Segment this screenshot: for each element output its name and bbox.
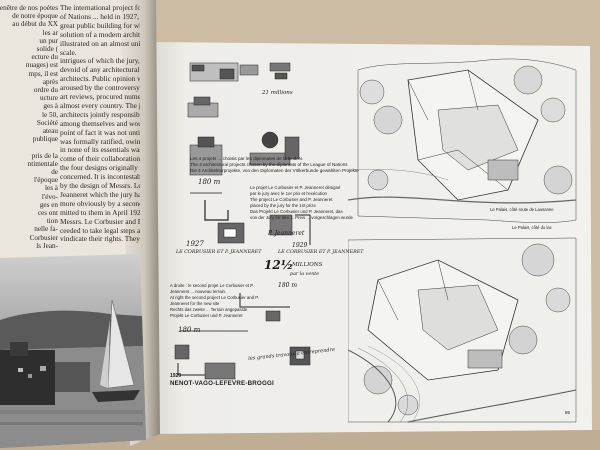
left-fr-line: Société (36, 118, 58, 127)
hand-note-1: 21 millions (262, 90, 293, 96)
left-fr-line: ntimentale (27, 159, 58, 168)
left-en-line: concerned. It is incontestable that (60, 172, 140, 182)
left-fr-line: tion (46, 217, 58, 226)
caption-second-6: Projekt Le Corbusier und P. Jeanneret (170, 313, 243, 318)
left-fr-line: le 50, (42, 110, 58, 119)
left-en-line: come of their collaboration. The (60, 154, 140, 164)
left-text-column-en: The international project for a Palace o… (58, 0, 140, 250)
left-en-line: architects jointly responsible, (60, 109, 140, 119)
left-fr-line: ges à (43, 102, 58, 111)
left-en-line: architects. Public opinion was greatly (60, 74, 140, 84)
left-en-line: art reviews, procured numerous (60, 92, 140, 101)
left-en-line: among themselves and would not (60, 118, 140, 128)
hand-dim-3: 180 m (178, 326, 201, 334)
left-fr-line: après (42, 77, 58, 86)
left-fr-line: au début du XX (12, 20, 58, 29)
left-fr-line: Corbusier (29, 233, 58, 242)
caption-second-1: A droite : le second projet Le Corbusier… (170, 283, 254, 288)
left-fr-line: de la fenêtre de nos poètes (0, 4, 58, 12)
caption-lc-1: Le projet Le Corbusier et P. Jeanneret d… (250, 185, 341, 190)
left-en-line: point of fact it was not until 1929 (60, 127, 140, 137)
left-en-line: mitted to them in April 1929. (60, 207, 140, 217)
aerial-drawings (348, 58, 577, 423)
caption-second-5: Rechts das zweite ... Terrain angepasste (170, 307, 248, 312)
hand-dim-2: 180 m (278, 282, 298, 289)
caption-lc-3: The project Le Corbusier and P. Jeannere… (250, 197, 333, 202)
left-fr-line: solide ( (36, 45, 58, 53)
caption-second-3: At right the second project Le Corbusier… (170, 295, 259, 300)
left-fr-line: nuages) est (25, 61, 58, 70)
hand-le-corbusier-2: LE CORBUSIER ET P. JEANNERET (278, 250, 364, 255)
left-en-line: Jeanneret which the jury had, in the (60, 189, 140, 199)
left-en-line: by the design of Messrs. Le Corbusier (60, 181, 140, 190)
left-en-line: was formally ratified, owing to the (60, 136, 140, 146)
left-fr-line: ces ont (37, 209, 58, 217)
left-en-line: ceeded to take legal steps against (60, 225, 140, 235)
caption-second-4: Jeanneret for the new site (170, 301, 220, 306)
left-fr-line: l'évo- (41, 192, 58, 201)
caption-lc-5: Das Projekt Le Corbusier und P. Jeannere… (250, 209, 343, 214)
left-fr-line: les à (45, 184, 58, 193)
left-en-line: of Nations ... held in 1927, was the fir… (60, 11, 140, 21)
left-fr-line: ls Jean- (36, 241, 58, 250)
left-fr-line: de (51, 168, 58, 176)
hand-cost: 12½ (264, 258, 294, 272)
left-fr-line: publique (32, 135, 58, 144)
left-fr-line: les ar (42, 28, 58, 37)
left-fr-line: de notre époque (12, 12, 58, 21)
left-en-line: Messrs. Le Corbusier and Pierre Jeannere… (60, 216, 140, 226)
left-fr-line: ordre du (33, 86, 58, 94)
left-fr-line: pris de la (31, 151, 58, 160)
left-en-line: in none of its essentials was it the (60, 145, 140, 155)
palais-caption-top: Le Palais, côté route de Lausanne (490, 207, 554, 212)
caption-lc-4: placed by the jury for the 1st prize (250, 203, 316, 208)
left-en-line: scale. (60, 47, 77, 57)
left-en-line: solution of a modern architect was (60, 29, 140, 39)
left-fr-line: nelle fa- (34, 225, 58, 234)
hand-dim-1: 180 m (198, 178, 221, 186)
left-en-line: more obviously by a second design the (60, 198, 140, 208)
left-en-line: devoid of any architectural knowledge (60, 65, 140, 75)
hand-millions: MILLIONS (292, 262, 323, 268)
left-fr-line: ecture du (31, 53, 58, 62)
caption-second-2: Jeanneret ... nouveau terrain. (170, 289, 227, 294)
left-fr-line: l'époque (33, 176, 58, 185)
left-en-line: illustrated on an almost universal (60, 38, 140, 48)
left-en-line: vindicate their rights. They were (60, 234, 140, 244)
footer-year: 1929 (170, 373, 182, 379)
left-en-line: intrigues of which the jury, which was (60, 56, 140, 66)
hand-by-sale: par la vente (290, 272, 320, 277)
hand-year-1929: 1929 (292, 242, 308, 249)
left-en-line: the four designs originally submitted (60, 163, 140, 173)
floor-plans (174, 62, 311, 380)
left-fr-line: un pur (39, 36, 58, 45)
left-en-line: The international project for a Palace o… (60, 3, 140, 12)
left-en-line: great public building for which the (60, 20, 140, 30)
left-fr-line: ateau (42, 127, 58, 135)
caption-lc-6: von der Jury für den 1. Preis ... vorges… (250, 215, 353, 220)
palais-caption-bottom: Le Palais, côté du lac (512, 225, 552, 230)
caption-plans-2: The 4 architectural projects chosen by t… (190, 162, 348, 167)
lake-photo (0, 254, 146, 448)
footer-names: NENOT-VAGO-LEFEVRE-BROGGI (170, 380, 274, 387)
hand-p-jeanneret: P. Jeanneret (268, 230, 305, 237)
caption-plans-1: Les 4 projets ... choisis par les diplom… (190, 156, 304, 161)
hand-le-corbusier-1: LE CORBUSIER ET P. JEANNERET (176, 250, 262, 255)
left-fr-line: ges en (39, 200, 58, 209)
left-en-line: almost every country. The jury (60, 100, 140, 110)
left-fr-line: ucture (40, 94, 58, 103)
page-number: 85 (565, 410, 571, 415)
left-fr-line: mps, il est (28, 69, 58, 78)
caption-plans-3: Die 4 Architekturprojekte, von den Diplo… (190, 168, 359, 173)
left-en-line: aroused by the controversy and many (60, 83, 140, 93)
caption-lc-2: par le jury avec le 1er prix et l'exécut… (250, 191, 327, 196)
hand-year-1927: 1927 (186, 240, 204, 248)
